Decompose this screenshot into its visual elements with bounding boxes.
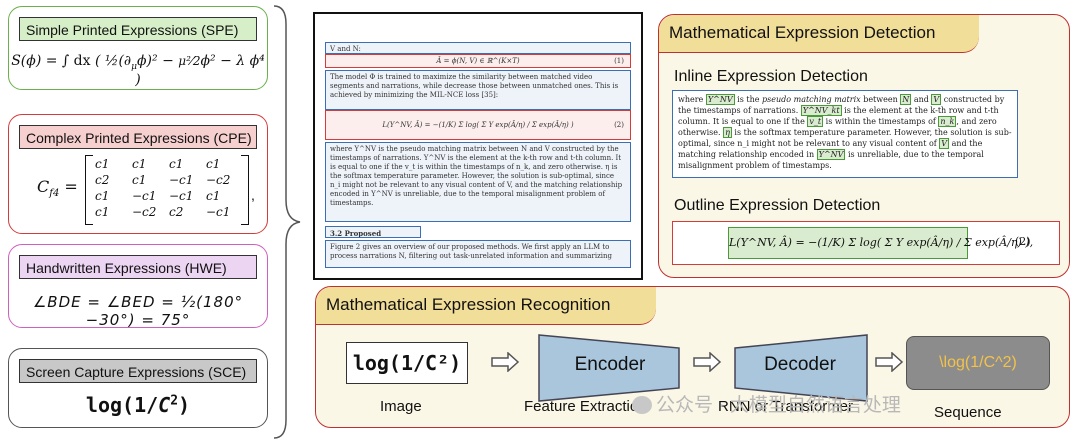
inline-detection-box: where Y^NV is the pseudo matching matrix… xyxy=(672,90,1018,178)
outline-eq-number: (2) xyxy=(1015,235,1031,248)
matrix-cell: c1 xyxy=(206,157,221,171)
hwe-title: Handwritten Expressions (HWE) xyxy=(19,255,257,279)
matrix-cell: c1 xyxy=(95,205,110,219)
matrix-cell: −c1 xyxy=(206,205,231,219)
arrow-right-icon xyxy=(693,352,722,372)
paper-eq2-block: L(Y^NV, Â) = −(1/K) Σ log( Σ Y exp(Â/η) … xyxy=(325,110,631,140)
cpe-title: Complex Printed Expressions (CPE) xyxy=(19,125,257,149)
arrow-right-icon xyxy=(875,352,904,372)
paper-intro-block: V and N: xyxy=(325,42,631,54)
sce-card: Screen Capture Expressions (SCE) log(1/C… xyxy=(8,348,268,428)
matrix-comma: , xyxy=(251,187,255,203)
decoder-shape xyxy=(734,334,868,402)
matrix-cell: c2 xyxy=(169,205,184,219)
outline-detection-box: L(Y^NV, Â) = −(1/K) Σ log( Σ Y exp(Â/η) … xyxy=(672,221,1060,265)
matrix-cell: −c2 xyxy=(132,205,157,219)
cpe-card: Complex Printed Expressions (CPE) Cf4 = … xyxy=(8,114,268,234)
matrix-grid: c1 c1 c1 c1 c2 c1 −c1 −c2 c1 −c1 −c1 c1 c1 −c2 c2 −c1 xyxy=(93,157,241,223)
inline-hit: Y^NV xyxy=(705,94,735,105)
paper-para3-block: Figure 2 gives an overview of our propos… xyxy=(325,240,631,268)
matrix-cell: c1 xyxy=(132,157,147,171)
inline-hit: Y^NV_kt xyxy=(800,105,842,116)
outline-detection-title: Outline Expression Detection xyxy=(674,197,881,214)
matrix-bracket-right xyxy=(241,155,249,225)
matrix-cell: c1 xyxy=(206,189,221,203)
hwe-expression: ∠BDE = ∠BED = ½(180°−30°) = 75° xyxy=(32,293,244,329)
matrix-cell: −c1 xyxy=(169,173,194,187)
matrix-cell: c2 xyxy=(95,173,110,187)
inline-hit: n_k xyxy=(938,116,957,127)
matrix-cell: c1 xyxy=(169,157,184,171)
matrix-cell: −c1 xyxy=(132,189,157,203)
spe-expression: S(ϕ) = ∫ dx ( ½(∂μϕ)² − μ²⁄2ϕ² − λ ϕ⁴ ) xyxy=(11,53,265,88)
input-image: log(1/C²) xyxy=(346,342,468,384)
paper-para2-block: where Y^NV is the pseudo matching matrix… xyxy=(325,142,631,222)
decoder-caption: RNN or Transformer xyxy=(718,398,854,415)
inline-hit: Y^NV xyxy=(816,149,846,160)
recognition-header: Mathematical Expression Recognition xyxy=(316,287,656,325)
encoder-caption: Feature Extraction xyxy=(524,398,647,415)
hwe-card: Handwritten Expressions (HWE) ∠BDE = ∠BE… xyxy=(8,244,268,329)
inline-detection-title: Inline Expression Detection xyxy=(674,68,868,85)
encoder-shape xyxy=(538,334,680,402)
inline-hit: η xyxy=(723,127,732,138)
arrow-right-icon xyxy=(491,352,520,372)
image-caption: Image xyxy=(380,398,422,415)
paper-excerpt: V and N: Â = ϕ(N, V) ∈ ℝ^(K×T)(1) The mo… xyxy=(313,12,643,280)
output-caption: Sequence xyxy=(934,404,1002,421)
grouping-brace xyxy=(273,5,301,439)
inline-hit: N xyxy=(900,94,912,105)
outline-expression: L(Y^NV, Â) = −(1/K) Σ log( Σ Y exp(Â/η) … xyxy=(728,227,1033,259)
matrix-bracket-left xyxy=(85,155,93,225)
matrix-cell: c1 xyxy=(95,189,110,203)
sce-expression: log(1/C2) xyxy=(85,393,191,417)
output-sequence-box: \log(1/C^2) xyxy=(906,336,1050,390)
inline-hit: V xyxy=(939,138,950,149)
paper-eq1-block: Â = ϕ(N, V) ∈ ℝ^(K×T)(1) xyxy=(325,54,631,68)
matrix-cell: −c1 xyxy=(169,189,194,203)
paper-para1-block: The model Φ is trained to maximize the s… xyxy=(325,70,631,110)
inline-hit: V xyxy=(931,94,942,105)
spe-title: Simple Printed Expressions (SPE) xyxy=(19,17,257,41)
paper-section-heading: 3.2 Proposed Framework xyxy=(325,226,421,238)
sce-title: Screen Capture Expressions (SCE) xyxy=(19,359,257,383)
recognition-title: Mathematical Expression Recognition xyxy=(326,295,611,314)
matrix-lhs: Cf4 = xyxy=(37,177,78,200)
matrix-cell: −c2 xyxy=(206,173,231,187)
decoder-label: Decoder xyxy=(764,354,836,375)
matrix-cell: c1 xyxy=(132,173,147,187)
wechat-icon xyxy=(632,396,652,414)
encoder-label: Encoder xyxy=(574,354,646,375)
detection-title: Mathematical Expression Detection xyxy=(669,23,936,42)
spe-card: Simple Printed Expressions (SPE) S(ϕ) = … xyxy=(8,6,268,90)
inline-hit: v_t xyxy=(807,116,824,127)
watermark: 公众号 · 大模型自然语言处理 xyxy=(632,390,901,417)
detection-header: Mathematical Expression Detection xyxy=(659,15,979,53)
matrix-cell: c1 xyxy=(95,157,110,171)
